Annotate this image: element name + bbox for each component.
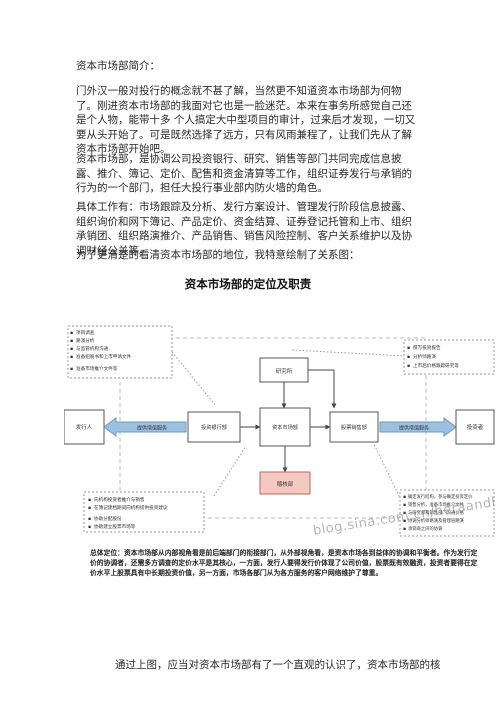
connector (291, 349, 405, 357)
bullet: ▪ (70, 339, 73, 344)
note-line: 协助分配股份 (94, 515, 122, 522)
research-label: 研究所 (276, 367, 293, 375)
investor-box (455, 409, 495, 445)
bullet: ▪ (70, 331, 73, 336)
bullet: ▪ (88, 517, 91, 522)
investment-banking-box (187, 411, 241, 443)
diagram-lead-paragraph: 为了更清楚的看清资本市场部的地位，我特意绘制了关系图： (76, 249, 360, 261)
arrow-label-left: 提供增值服务 (137, 425, 167, 432)
relationship-diagram: 项目调查 路演分析 与监管机构沟通 准备招股书和上市申请文件 准备市场推介文件等… (64, 325, 495, 537)
note-line: 与研究部和销售部门沟通价格 (408, 509, 465, 516)
note-line: 准备招股书和上市申请文件 (76, 353, 132, 360)
value-added-arrow-right (379, 417, 457, 437)
issuer-label: 发行人 (76, 423, 93, 431)
note-line: 项目调查 (76, 329, 95, 336)
value-added-arrow-left (103, 417, 187, 437)
note-line: 协助建立股票市场等 (94, 523, 136, 530)
arrow-label-right: 提供增值服务 (399, 425, 429, 432)
sales-box (329, 411, 379, 443)
note-line: 撰写投资报告 (413, 344, 441, 351)
note-line: 分析师路演 (413, 353, 436, 360)
bullet: ▪ (403, 511, 406, 516)
bullet: ▪ (403, 495, 406, 500)
connector (171, 351, 217, 407)
definition-paragraph: 资本市场部，是协调公司投资银行、研究、销售等部门共同完成信息披露、推介、簿记、定… (76, 153, 412, 194)
bullet: ▪ (70, 347, 73, 352)
bullet: ▪ (70, 367, 73, 372)
notes-box-bottom-left (83, 491, 205, 533)
bullet: ▪ (70, 355, 73, 360)
intro-paragraph: 门外汉一般对投行的概念就不甚了解，当然更不知道资本市场部为何物了。刚进资本市场部… (76, 85, 416, 155)
compliance-label: 稽核部 (277, 480, 294, 488)
note-line: 与监管机构沟通 (76, 345, 109, 352)
connector (373, 443, 405, 507)
section-heading: 资本市场部简介： (76, 60, 160, 72)
bullet: ▪ (88, 498, 91, 503)
research-box (259, 357, 309, 383)
bullet: ▪ (403, 519, 406, 524)
bullet: ▪ (403, 527, 406, 532)
note-line: 上市后价格跟踪研究等 (413, 362, 459, 369)
connector (213, 445, 247, 497)
notes-box-top-right (403, 339, 495, 375)
sales-label: 股票销售部 (341, 423, 367, 431)
note-line: 协调分析师路演及管理层路演 (408, 517, 465, 524)
note-line: 向机构投资者推介与销售 (94, 496, 145, 503)
notes-bottom-left: ▪ ▪ ▪ ▪ 向机构投资者推介与销售 在簿记建档期间向机构提供投资建议 协助分… (88, 496, 168, 530)
notes-top-left: 项目调查 路演分析 与监管机构沟通 准备招股书和上市申请文件 准备市场推介文件等… (70, 329, 132, 372)
bullet: ▪ (403, 503, 406, 508)
diagram-title: 资本市场部的定位及职责 (184, 277, 312, 291)
investor-label: 投资者 (467, 423, 484, 431)
investment-banking-label: 投资银行部 (201, 423, 227, 431)
note-line: 准备市场推介文件等 (76, 365, 118, 372)
bullet: ▪ (88, 525, 91, 530)
note-line: 确定发行结构，参与确定投资定价 (408, 493, 473, 500)
notes-bottom-right: ▪ ▪ ▪ ▪ ▪ 确定发行结构，参与确定投资定价 销售分析，准备市场推介文件 … (403, 493, 473, 532)
note-line: 在簿记建档期间向机构提供投资建议 (94, 504, 168, 511)
bullet: ▪ (407, 364, 410, 369)
bullet: ▪ (407, 346, 410, 351)
bullet: ▪ (407, 355, 410, 360)
capital-markets-box (259, 407, 311, 447)
note-line: 销售分析，准备市场推介文件 (408, 501, 465, 508)
notes-box-bottom-right (399, 489, 495, 537)
note-line: 承销商之间的协调 (408, 525, 442, 532)
closing-paragraph: 通过上图，应当对资本市场部有了一个直观的认识了，资本市场部的核 (115, 659, 441, 671)
issuer-box (64, 409, 105, 445)
capital-markets-label: 资本市场部 (272, 423, 298, 431)
diagram-summary: 总体定位：资本市场部从内部视角看是前后端部门的衔接部门，从外部视角看，是资本市场… (90, 549, 478, 577)
bullet: ▪ (88, 506, 91, 511)
duties-paragraph: 具体工作有：市场跟踪及分析、发行方案设计、管理发行阶段信息披露、组织询价和网下簿… (76, 201, 412, 257)
notes-top-right: ▪ ▪ ▪ 撰写投资报告 分析师路演 上市后价格跟踪研究等 (407, 344, 459, 369)
compliance-box (259, 471, 311, 495)
note-line: 路演分析 (76, 337, 95, 344)
